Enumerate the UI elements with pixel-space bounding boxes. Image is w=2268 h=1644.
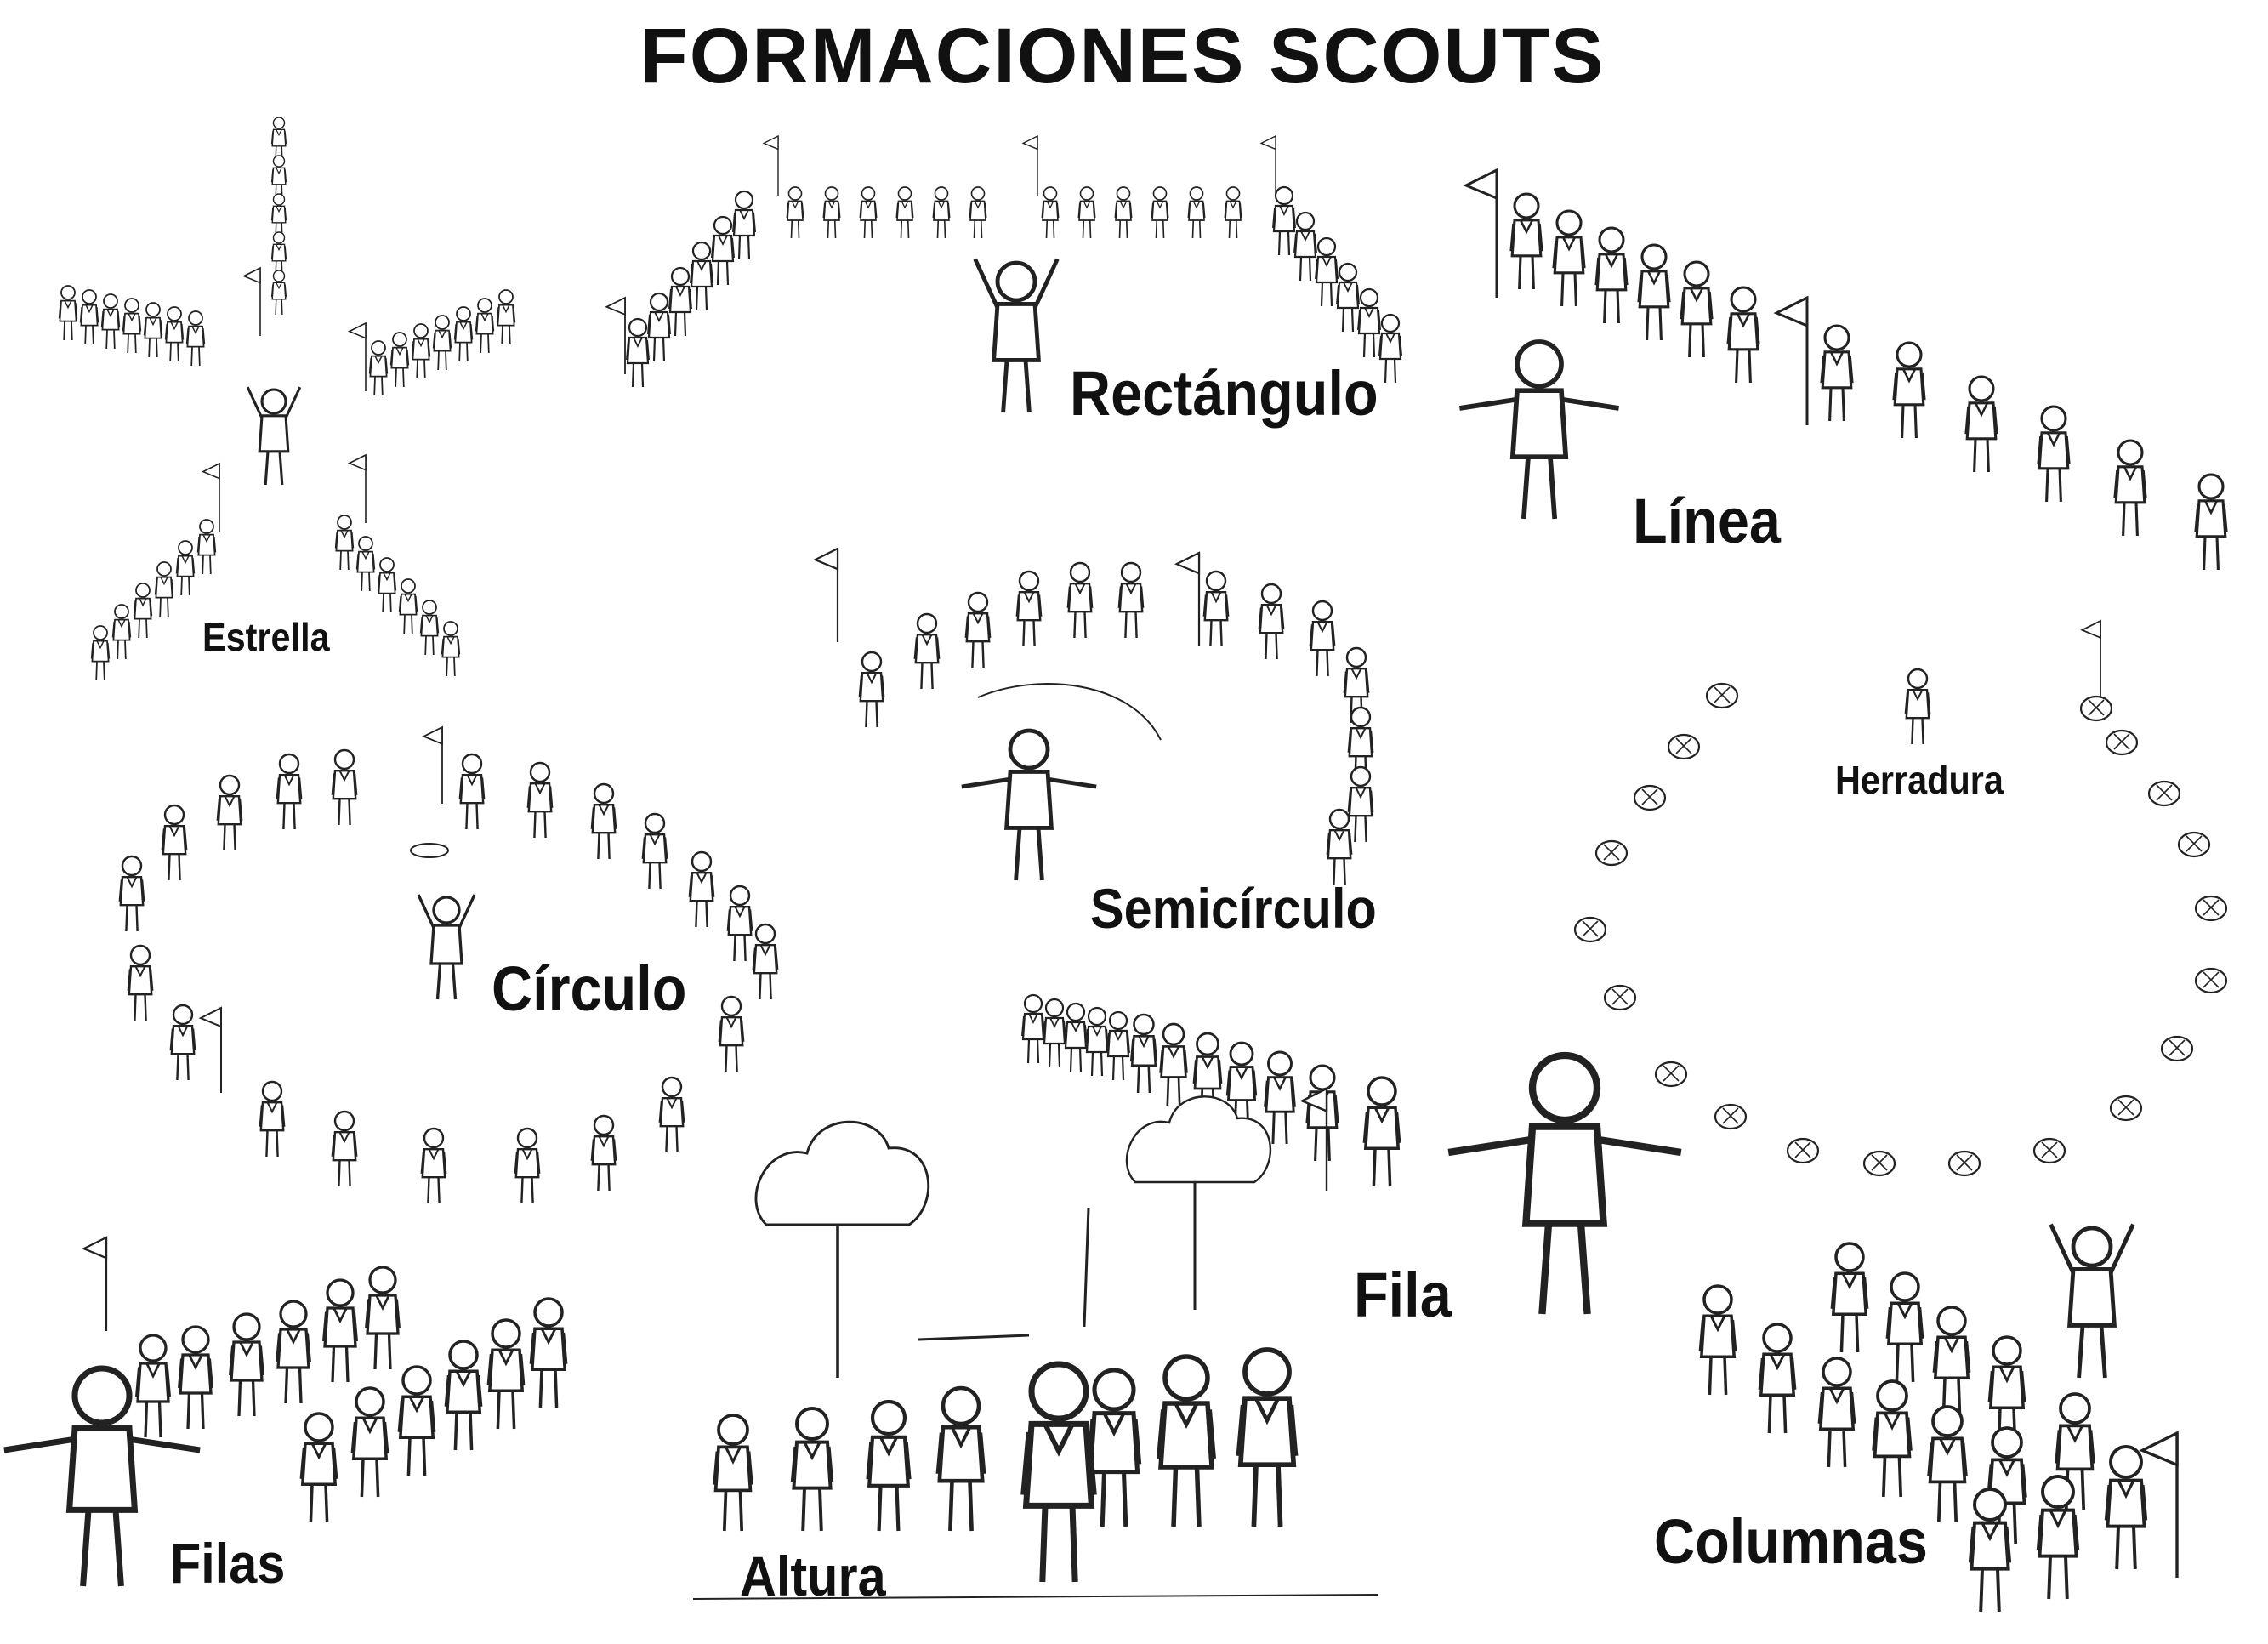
page-title: FORMACIONES SCOUTS <box>639 13 1606 100</box>
label-linea: Línea <box>1633 486 1781 556</box>
estrella-formation <box>58 117 516 681</box>
label-fila: Fila <box>1354 1260 1452 1330</box>
label-filas: Filas <box>170 1532 286 1595</box>
herradura-formation <box>1448 620 2228 1314</box>
circulo-formation <box>118 726 779 1205</box>
label-herradura: Herradura <box>1835 758 2004 802</box>
label-columnas: Columnas <box>1654 1506 1928 1577</box>
linea-formation <box>1459 168 2228 572</box>
label-rectangulo: Rectángulo <box>1070 358 1378 429</box>
label-circulo: Círculo <box>492 953 687 1024</box>
label-semicirculo: Semicírculo <box>1090 877 1377 940</box>
label-estrella: Estrella <box>202 615 330 659</box>
label-altura: Altura <box>740 1544 886 1607</box>
semicirculo-formation <box>814 547 1374 886</box>
altura-formation <box>692 1095 1378 1600</box>
